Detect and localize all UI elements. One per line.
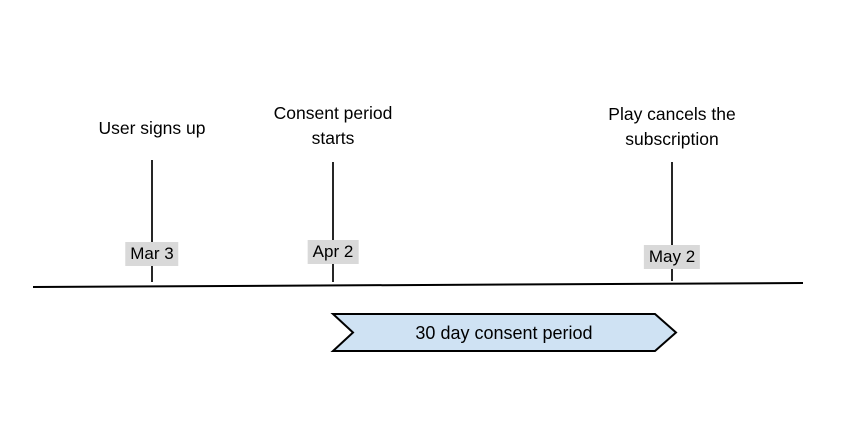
timeline-axis xyxy=(32,282,804,288)
event-title-consent-period-starts: Consent period starts xyxy=(273,103,393,148)
event-date-badge-mar3: Mar 3 xyxy=(125,242,179,266)
event-title-play-cancels-subscription: Play cancels the subscription xyxy=(608,104,736,149)
event-date-badge-may2: May 2 xyxy=(643,245,701,269)
event-title-user-signs-up: User signs up xyxy=(98,118,206,138)
consent-banner-shape xyxy=(330,313,678,352)
event-date-badge-apr2: Apr 2 xyxy=(307,240,359,264)
consent-banner-label: 30 day consent period xyxy=(415,323,593,343)
